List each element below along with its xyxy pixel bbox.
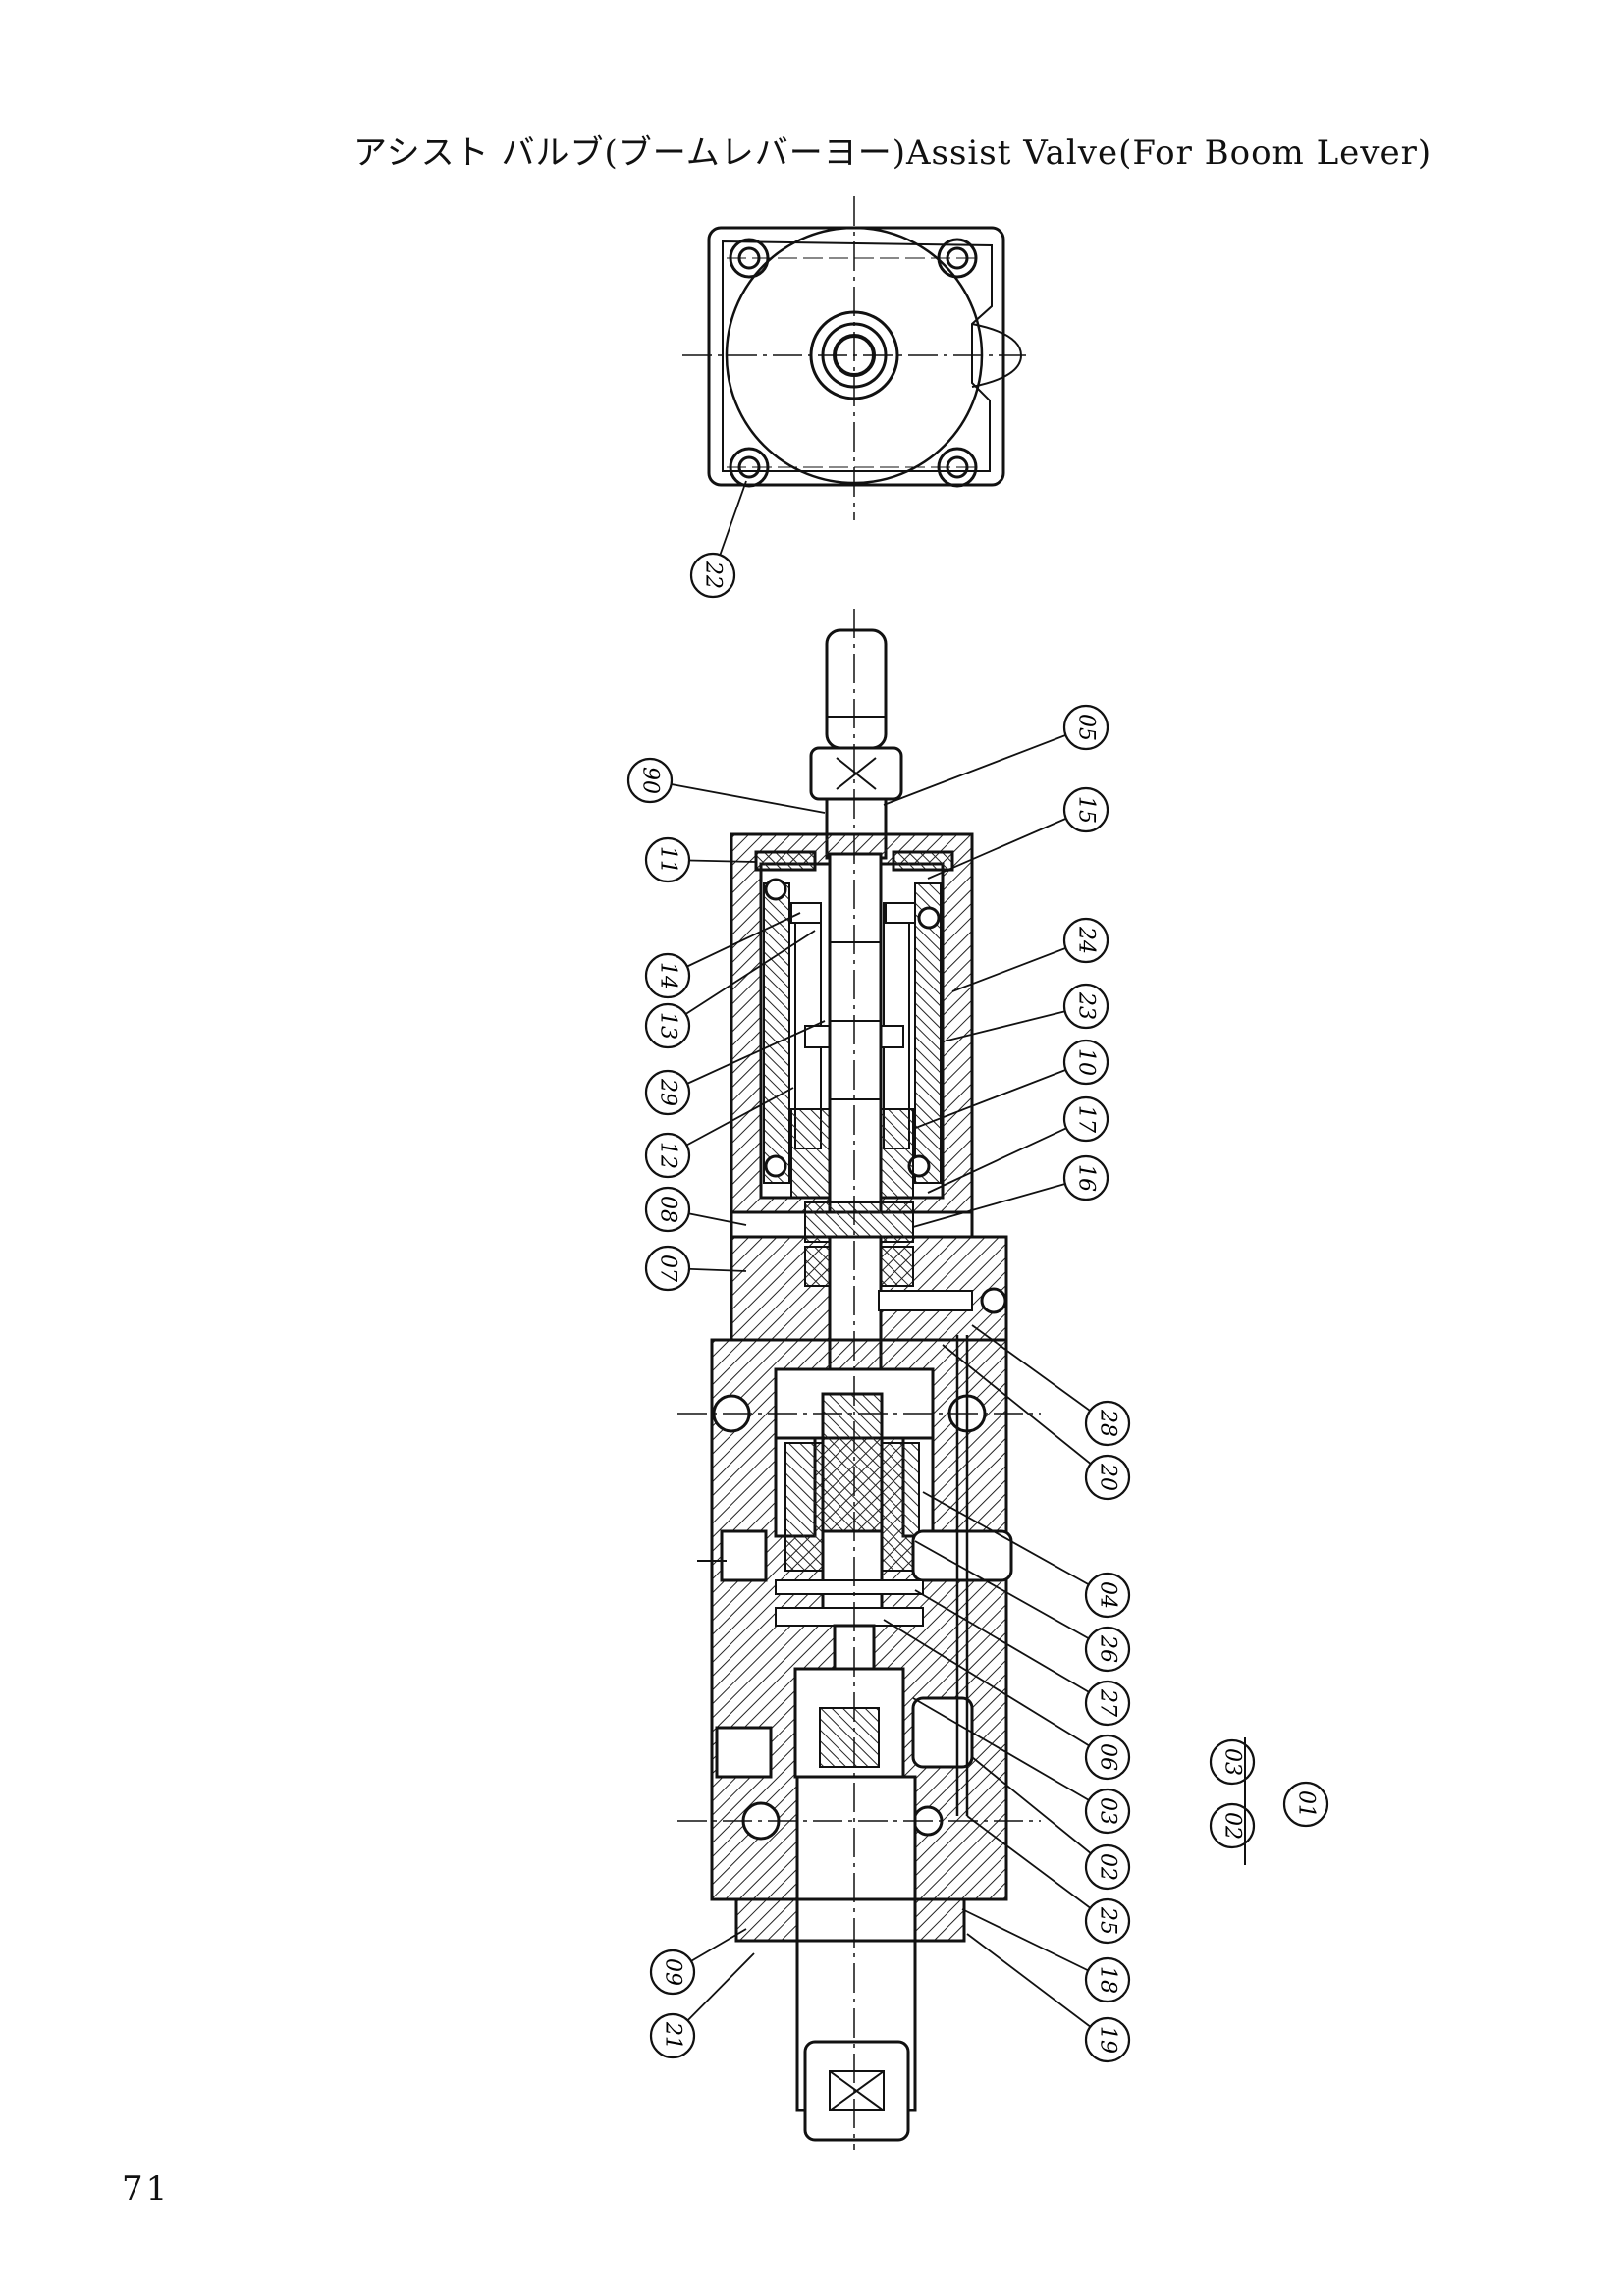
callouts: 22 90 11 14 13 29 12 08 07 09 21 05 15 24 23 10 17 16 28 20… bbox=[626, 480, 1329, 2063]
callout-label: 17 bbox=[1074, 1105, 1099, 1133]
callout-22: 22 bbox=[689, 480, 747, 599]
drawing-title: アシスト バルブ(ブームレバーヨー)Assist Valve(For Boom … bbox=[353, 133, 1433, 173]
callout-label: 26 bbox=[1096, 1634, 1120, 1663]
callout-90: 90 bbox=[626, 757, 826, 814]
callout-26: 26 bbox=[914, 1540, 1131, 1673]
callout-label: 05 bbox=[1074, 714, 1099, 741]
callout-08: 08 bbox=[644, 1186, 747, 1233]
callout-label: 14 bbox=[656, 962, 680, 989]
callout-label: 19 bbox=[1096, 2026, 1120, 2054]
callout-label: 21 bbox=[661, 2021, 685, 2050]
callout-17: 17 bbox=[927, 1095, 1109, 1194]
page-number: 71 bbox=[122, 2169, 171, 2209]
callout-24: 24 bbox=[951, 917, 1109, 992]
callout-13: 13 bbox=[644, 930, 816, 1049]
callout-label: 90 bbox=[638, 767, 663, 794]
callout-label: 08 bbox=[656, 1196, 680, 1223]
callout-05: 05 bbox=[883, 704, 1109, 806]
callout-10: 10 bbox=[912, 1039, 1109, 1130]
callout-29: 29 bbox=[644, 1020, 826, 1116]
legend-02: 02 bbox=[1209, 1802, 1256, 1849]
callout-25: 25 bbox=[966, 1815, 1131, 1945]
callout-02: 02 bbox=[971, 1756, 1131, 1891]
callout-14: 14 bbox=[644, 912, 801, 999]
callout-label: 29 bbox=[656, 1078, 680, 1106]
callout-06: 06 bbox=[883, 1619, 1131, 1781]
callout-09: 09 bbox=[649, 1928, 747, 1996]
callout-label: 24 bbox=[1074, 926, 1099, 954]
callout-label: 18 bbox=[1096, 1966, 1120, 1994]
callout-11: 11 bbox=[644, 836, 757, 883]
callout-label: 04 bbox=[1096, 1581, 1120, 1609]
callout-28: 28 bbox=[971, 1324, 1131, 1447]
callout-label: 01 bbox=[1294, 1790, 1319, 1818]
callout-label: 02 bbox=[1096, 1853, 1120, 1881]
callout-label: 27 bbox=[1096, 1688, 1120, 1717]
callout-label: 07 bbox=[656, 1255, 680, 1282]
callout-label: 13 bbox=[656, 1012, 680, 1040]
legend-03: 03 bbox=[1209, 1738, 1256, 1786]
callout-label: 11 bbox=[656, 846, 680, 874]
callout-12: 12 bbox=[644, 1087, 794, 1179]
callout-label: 15 bbox=[1074, 796, 1099, 824]
callout-label: 20 bbox=[1096, 1463, 1120, 1491]
callout-label: 03 bbox=[1096, 1797, 1120, 1825]
callout-16: 16 bbox=[912, 1154, 1109, 1228]
section-view bbox=[677, 609, 1041, 2150]
callout-19: 19 bbox=[966, 1933, 1131, 2063]
callout-20: 20 bbox=[942, 1344, 1131, 1501]
callout-label: 28 bbox=[1096, 1409, 1120, 1437]
callout-label: 23 bbox=[1074, 991, 1099, 1020]
top-view bbox=[682, 196, 1026, 520]
legend-01: 01 bbox=[1282, 1781, 1329, 1828]
callout-18: 18 bbox=[961, 1908, 1131, 2003]
callout-23: 23 bbox=[947, 983, 1109, 1041]
callout-label: 03 bbox=[1220, 1748, 1245, 1776]
callout-label: 16 bbox=[1074, 1164, 1099, 1192]
callout-label: 12 bbox=[656, 1142, 680, 1169]
callout-label: 22 bbox=[701, 561, 726, 589]
callout-label: 06 bbox=[1096, 1743, 1120, 1771]
callout-label: 02 bbox=[1220, 1812, 1245, 1840]
callout-label: 25 bbox=[1096, 1906, 1120, 1935]
callout-03: 03 bbox=[912, 1697, 1131, 1835]
callout-15: 15 bbox=[927, 786, 1109, 880]
callout-07: 07 bbox=[644, 1245, 747, 1292]
callout-label: 09 bbox=[661, 1958, 685, 1986]
callout-label: 10 bbox=[1074, 1048, 1099, 1076]
callout-21: 21 bbox=[649, 1952, 755, 2059]
callout-04: 04 bbox=[922, 1491, 1131, 1619]
callout-27: 27 bbox=[914, 1589, 1131, 1727]
